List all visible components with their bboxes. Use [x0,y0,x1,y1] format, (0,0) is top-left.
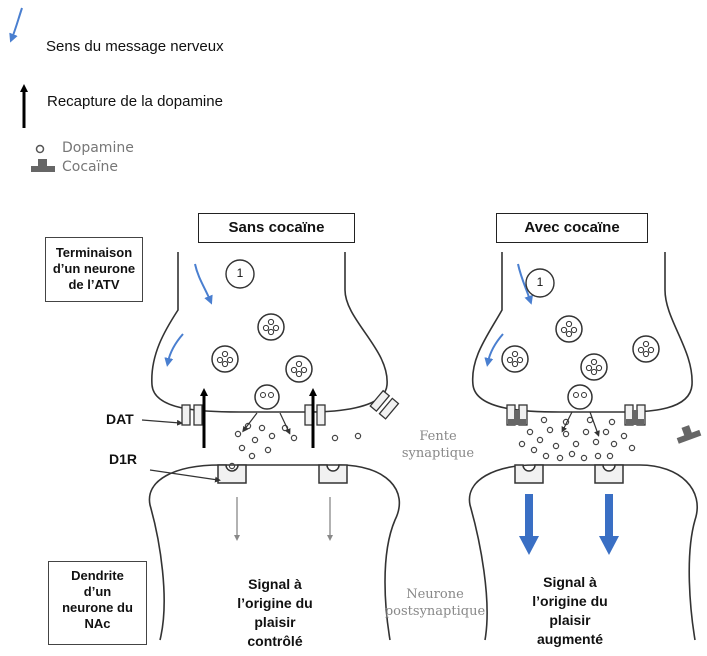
left-signal-line1: Signal à [248,576,302,592]
right-panel-title: Avec cocaïne [496,213,648,243]
right-step-circle [525,268,555,298]
right-vesicle-4 [632,335,660,363]
terminal-label-line1: Terminaison [55,245,133,260]
left-vesicle-fusing [254,384,280,410]
legend-cocaine-icon [31,159,55,172]
left-flow-arrow-1 [194,263,213,305]
dendrite-label-box: Dendrite d’un neurone du NAc [48,561,147,645]
right-signal-arrow-2 [599,494,619,555]
cleft-label-line1: Fente [419,429,457,444]
postsynaptic-label-line1: Neurone [406,587,464,602]
right-signal-line1: Signal à [543,574,597,590]
d1r-label: D1R [109,451,138,467]
right-signal-line3: plaisir [549,612,591,628]
left-signal-line4: contrôlé [247,633,303,649]
legend-dopamine-icon [35,144,45,154]
right-flow-arrow-2 [484,333,504,367]
terminal-label-line2: d’un neurone [52,261,136,276]
right-vesicle-3 [580,353,608,381]
cleft-label: Fente synaptique [398,428,478,462]
legend-dopamine-label: Dopamine [62,140,134,156]
right-vesicle-2 [501,345,529,373]
right-dopamine-molecules [516,416,636,484]
dendrite-label-line4: NAc [84,616,111,631]
left-signal-line3: plaisir [254,614,296,630]
dendrite-label-line1: Dendrite [71,568,124,583]
dat-label: DAT [106,411,134,427]
left-step-number: 1 [236,266,244,280]
right-flow-arrow-1 [517,263,534,305]
legend-cocaine-label: Cocaïne [62,159,118,175]
dendrite-label-line2: d’un [83,584,112,599]
postsynaptic-label-line2: postsynaptique [384,604,486,619]
free-cocaine [676,425,702,444]
terminal-label-line3: de l’ATV [68,277,120,292]
right-signal-line2: l’origine du [532,593,608,609]
left-signal-line2: l’origine du [237,595,313,611]
right-vesicle-1 [555,315,583,343]
legend-reuptake-label: Recapture de la dopamine [47,93,223,110]
right-signal-text: Signal à l’origine du plaisir augmenté [515,573,625,649]
left-postsynaptic-dendrite [148,464,401,641]
legend-flow-label: Sens du message nerveux [46,38,224,55]
left-vesicle-1 [257,313,285,341]
dat-pointer [141,419,183,426]
left-vesicle-2 [211,345,239,373]
left-panel-title: Sans cocaïne [198,213,355,243]
cleft-label-line2: synaptique [401,446,475,461]
left-flow-arrow-2 [164,333,184,367]
postsynaptic-label: Neurone postsynaptique [380,586,490,620]
right-vesicle-fusing [567,384,593,410]
d1r-pointer [149,469,221,483]
legend-flow-arrow [9,7,23,43]
dendrite-label-line3: neurone du [62,600,133,615]
terminal-label-box: Terminaison d’un neurone de l’ATV [45,237,143,302]
left-vesicle-3 [285,355,313,383]
right-step-number: 1 [536,275,544,289]
right-signal-arrow-1 [519,494,539,555]
left-signal-text: Signal à l’origine du plaisir contrôlé [220,575,330,651]
right-signal-line4: augmenté [536,631,604,647]
left-step-circle [225,259,255,289]
